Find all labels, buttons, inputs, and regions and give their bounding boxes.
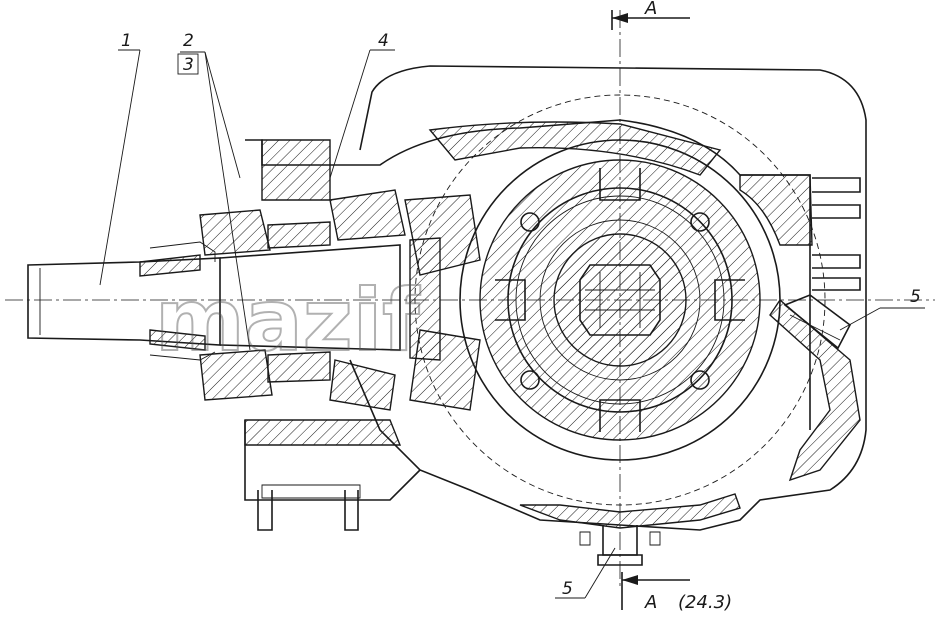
section-label-top: A	[644, 0, 657, 19]
section-mark-bottom	[621, 572, 690, 610]
section-label-bottom: A	[644, 592, 657, 613]
section-mark-top	[611, 10, 690, 30]
callout-2: 2	[183, 31, 194, 51]
callout-1: 1	[121, 31, 132, 51]
callout-5-right: 5	[910, 287, 921, 307]
callout-3: 3	[183, 55, 194, 75]
center-lines	[5, 10, 935, 590]
housing-outline	[244, 65, 867, 531]
leader-lines	[99, 49, 925, 599]
callout-5-bottom: 5	[562, 579, 573, 599]
callout-3-frame	[177, 53, 199, 75]
input-shaft	[27, 241, 221, 361]
section-reference: (24.3)	[678, 592, 732, 613]
watermark: mazif	[155, 271, 421, 371]
callout-4: 4	[378, 31, 389, 51]
